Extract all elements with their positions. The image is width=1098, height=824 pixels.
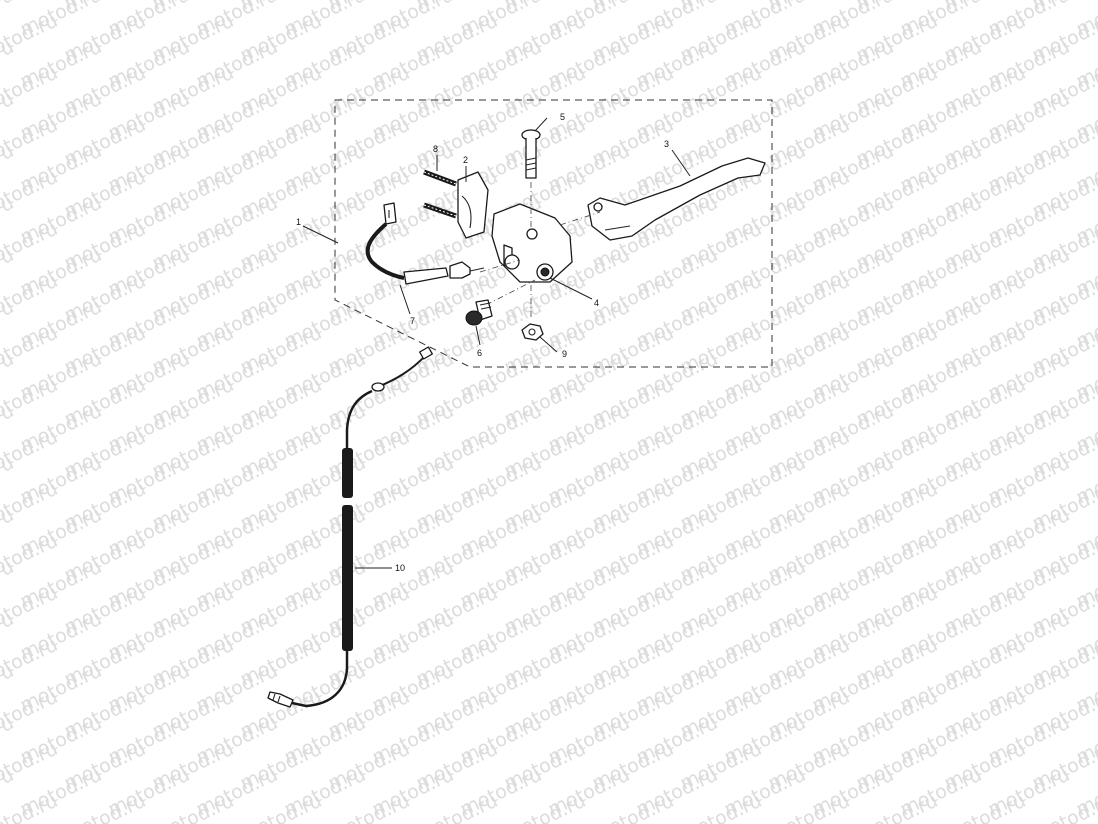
clutch-lever — [587, 157, 766, 241]
callout-labels: 1 2 3 4 5 6 7 8 9 10 — [296, 112, 669, 573]
callout-6: 6 — [477, 348, 482, 358]
callout-1: 1 — [296, 217, 301, 227]
callout-3: 3 — [664, 139, 669, 149]
callout-2: 2 — [463, 155, 468, 165]
callout-4: 4 — [594, 298, 599, 308]
clamp — [457, 171, 489, 239]
clutch-switch — [365, 202, 485, 285]
callout-7: 7 — [410, 316, 415, 326]
cable-adjuster — [465, 299, 493, 326]
lever-holder — [491, 203, 573, 283]
callout-8: 8 — [433, 144, 438, 154]
callout-9: 9 — [562, 349, 567, 359]
assembly-axes — [479, 182, 601, 320]
lock-nut — [521, 323, 544, 341]
assembly-boundary — [334, 99, 773, 368]
leader-lines — [302, 117, 691, 569]
clamp-bolts — [423, 169, 457, 219]
callout-5: 5 — [560, 112, 565, 122]
pivot-bolt — [521, 129, 541, 179]
clutch-cable — [267, 346, 433, 708]
callout-10: 10 — [395, 563, 405, 573]
